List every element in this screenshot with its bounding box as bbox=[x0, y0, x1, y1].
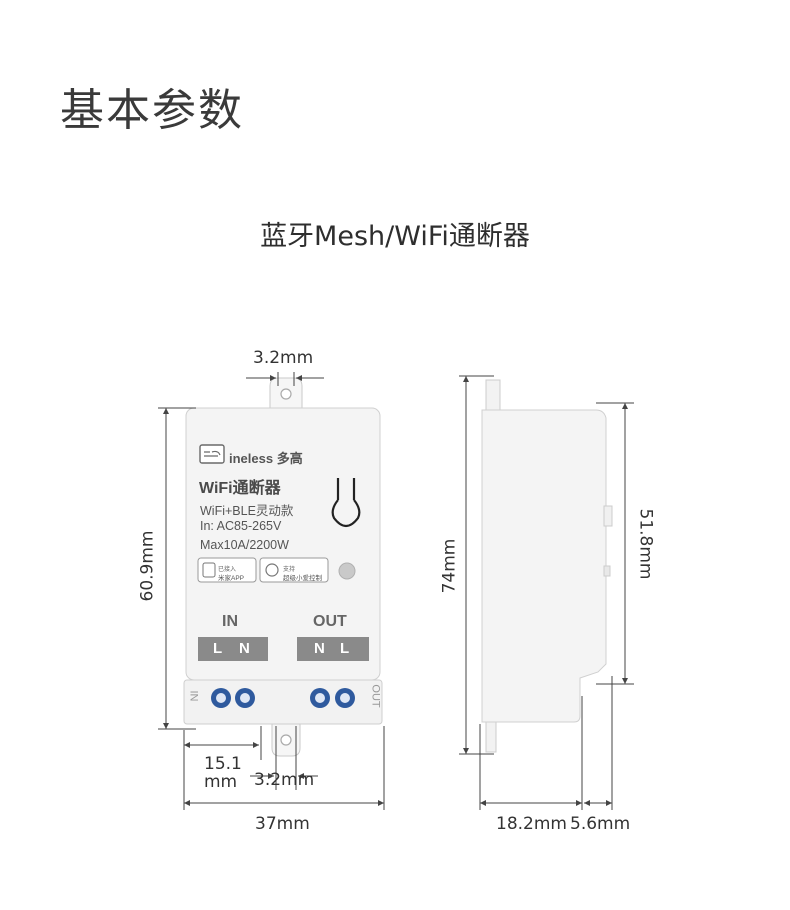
dim-bottom-offset-line2: mm bbox=[204, 772, 238, 792]
top-mount-hole bbox=[280, 388, 292, 400]
out-terminal-l: L bbox=[340, 640, 350, 657]
led-indicator bbox=[338, 562, 356, 580]
mijia-badge-line1: 已接入 bbox=[218, 567, 237, 573]
dim-side-depth: 18.2mm bbox=[496, 814, 567, 834]
side-out-label: OUT bbox=[369, 684, 382, 708]
front-device bbox=[183, 377, 383, 757]
out-screws bbox=[310, 688, 355, 708]
out-terminal-strip bbox=[297, 637, 369, 661]
mijia-badge bbox=[197, 557, 257, 583]
mijia-icon bbox=[202, 562, 216, 578]
spec-line-1: WiFi+BLE灵动款 bbox=[200, 504, 294, 518]
brand-text: ineless 多高 bbox=[229, 451, 303, 466]
in-terminal-strip bbox=[198, 637, 268, 661]
in-terminal-l: L bbox=[213, 640, 223, 657]
brand-logo bbox=[199, 444, 225, 464]
hook-icon bbox=[331, 478, 361, 528]
xiaoai-badge bbox=[259, 557, 329, 583]
out-terminal-n: N bbox=[314, 640, 325, 657]
product-title: 蓝牙Mesh/WiFi通断器 bbox=[260, 221, 530, 252]
in-label: IN bbox=[222, 613, 238, 630]
mijia-badge-line2: 米家APP bbox=[218, 575, 245, 582]
front-arrowheads bbox=[163, 375, 384, 806]
side-in-label: IN bbox=[187, 690, 200, 702]
in-terminal-n: N bbox=[239, 640, 250, 657]
dim-front-height: 60.9mm bbox=[137, 530, 158, 602]
bottom-mount-hole bbox=[280, 734, 292, 746]
dim-top-tab-width: 3.2mm bbox=[253, 348, 314, 368]
out-label: OUT bbox=[313, 613, 347, 630]
side-device bbox=[481, 379, 613, 753]
xiaoai-badge-line1: 支持 bbox=[283, 567, 296, 573]
front-dimension-lines bbox=[158, 372, 385, 810]
device-name: WiFi通断器 bbox=[199, 480, 281, 497]
spec-line-2: In: AC85-265V bbox=[200, 519, 282, 533]
xiaoai-icon bbox=[265, 563, 279, 577]
in-screws bbox=[211, 688, 255, 708]
dim-bottom-offset-line1: 15.1 bbox=[204, 754, 242, 774]
spec-line-3: Max10A/2200W bbox=[200, 538, 289, 552]
dim-bottom-tab-width: 3.2mm bbox=[254, 770, 315, 790]
dim-side-body-height: 51.8mm bbox=[635, 508, 656, 580]
side-dimension-lines bbox=[459, 375, 634, 810]
dim-side-height: 74mm bbox=[439, 538, 460, 594]
dim-front-width: 37mm bbox=[255, 814, 310, 834]
page-title: 基本参数 bbox=[60, 85, 244, 136]
xiaoai-badge-line2: 超级小爱控制 bbox=[283, 575, 322, 582]
dim-side-step: 5.6mm bbox=[570, 814, 631, 834]
side-arrowheads bbox=[463, 376, 628, 806]
